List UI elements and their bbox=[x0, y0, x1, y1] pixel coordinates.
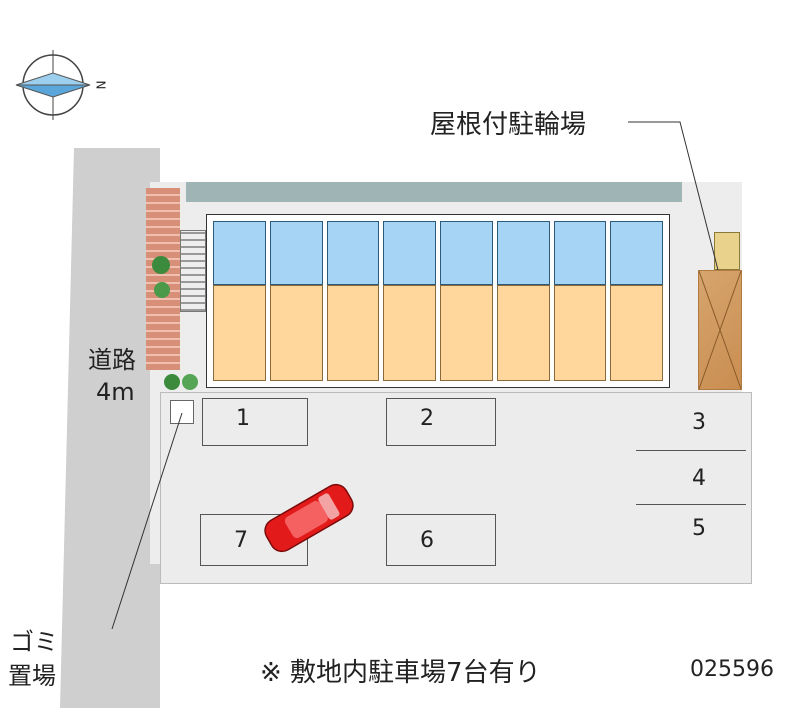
stall-number-6: 6 bbox=[420, 528, 434, 553]
building bbox=[206, 214, 670, 388]
stall-number-3: 3 bbox=[692, 410, 706, 435]
parking-note: ※ 敷地内駐車場7台有り bbox=[260, 658, 541, 688]
stall-number-2: 2 bbox=[420, 406, 434, 431]
cross-mark-icon bbox=[698, 270, 742, 390]
shrub-icon bbox=[152, 256, 170, 274]
garbage-area bbox=[170, 400, 194, 424]
unit-lower-room bbox=[496, 285, 550, 381]
apartment-unit bbox=[269, 221, 323, 381]
stall-number-7: 7 bbox=[234, 528, 248, 553]
unit-upper-room bbox=[610, 221, 663, 285]
parking-line bbox=[636, 504, 746, 505]
bicycle-parking-roof bbox=[698, 270, 742, 390]
stairs bbox=[180, 230, 206, 312]
road bbox=[60, 148, 160, 708]
unit-upper-room bbox=[496, 221, 550, 285]
brick-hedge bbox=[146, 188, 180, 370]
car-icon bbox=[258, 477, 359, 559]
bicycle-parking-label: 屋根付駐輪場 bbox=[430, 110, 587, 140]
shrub-icon bbox=[182, 374, 198, 390]
parking-stall-1 bbox=[202, 398, 308, 446]
shrub-icon bbox=[164, 374, 180, 390]
bicycle-bins-icon bbox=[714, 232, 740, 270]
stall-number-1: 1 bbox=[236, 406, 250, 431]
unit-lower-room bbox=[269, 285, 323, 381]
unit-upper-room bbox=[326, 221, 380, 285]
unit-lower-room bbox=[383, 285, 436, 381]
apartment-unit bbox=[496, 221, 550, 381]
unit-upper-room bbox=[553, 221, 607, 285]
unit-lower-room bbox=[440, 285, 493, 381]
road-label-line1: 道路 bbox=[88, 346, 136, 374]
apartment-units bbox=[207, 215, 669, 387]
apartment-unit bbox=[610, 221, 663, 381]
road-label-line2: 4m bbox=[96, 378, 135, 406]
apartment-unit bbox=[383, 221, 436, 381]
unit-upper-room bbox=[269, 221, 323, 285]
stall-number-5: 5 bbox=[692, 516, 706, 541]
unit-upper-room bbox=[213, 221, 266, 285]
unit-upper-room bbox=[383, 221, 436, 285]
compass bbox=[8, 45, 118, 125]
unit-lower-room bbox=[553, 285, 607, 381]
compass-north-letter: N bbox=[93, 80, 108, 90]
stall-number-4: 4 bbox=[692, 466, 706, 491]
bicycle-parking-leader-line bbox=[628, 121, 719, 271]
driveway bbox=[160, 392, 752, 584]
apartment-unit bbox=[326, 221, 380, 381]
garbage-label-line1: ゴミ bbox=[10, 628, 58, 656]
garbage-label-line2: 置場 bbox=[8, 662, 56, 690]
compass-icon bbox=[15, 50, 91, 120]
parking-stall-2 bbox=[386, 398, 496, 446]
building-shadow bbox=[186, 182, 682, 202]
unit-lower-room bbox=[610, 285, 663, 381]
property-code: 025596 bbox=[690, 657, 774, 682]
shrub-icon bbox=[154, 282, 170, 298]
apartment-unit bbox=[213, 221, 266, 381]
parking-stall-6 bbox=[386, 514, 496, 566]
apartment-unit bbox=[553, 221, 607, 381]
unit-upper-room bbox=[440, 221, 493, 285]
parking-line bbox=[636, 450, 746, 451]
unit-lower-room bbox=[213, 285, 266, 381]
garbage-leader-line bbox=[111, 412, 183, 630]
apartment-unit bbox=[440, 221, 493, 381]
unit-lower-room bbox=[326, 285, 380, 381]
parking-stall-7 bbox=[200, 514, 308, 566]
